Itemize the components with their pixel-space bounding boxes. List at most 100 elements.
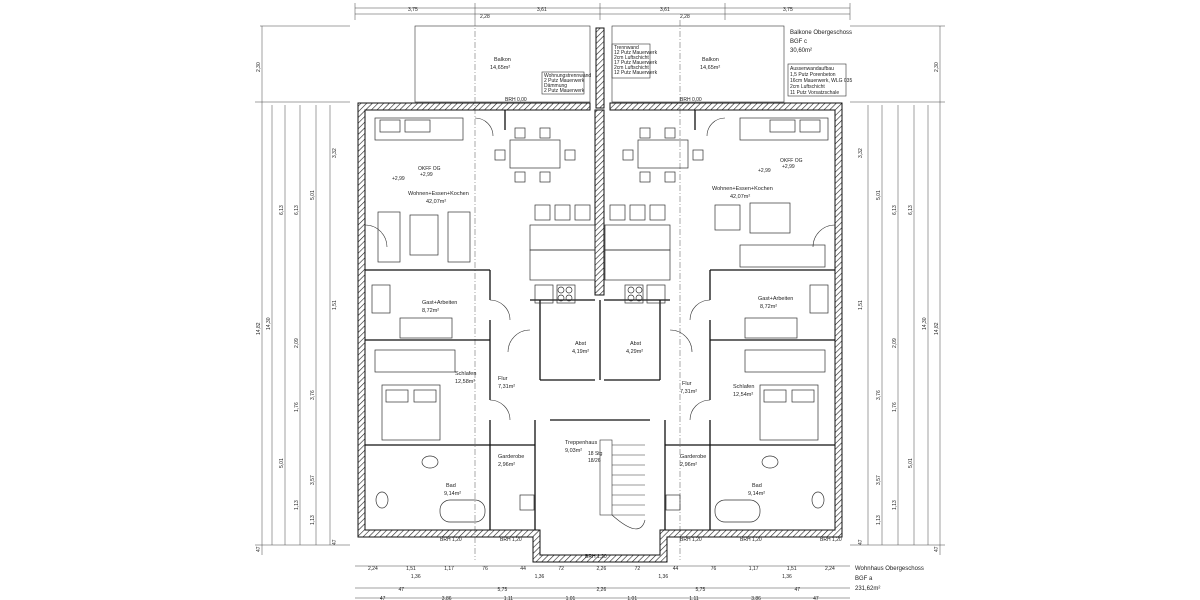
dim-left-i1-5: 1,76 xyxy=(294,402,300,412)
bad-right-area: 9,14m² xyxy=(748,491,765,497)
dim-right-outer-2: 14,82 xyxy=(934,322,940,335)
abst-right-name: Abst xyxy=(630,341,641,347)
dim-right-i2-4: 1,13 xyxy=(876,515,882,525)
balcony-left-name: Balkon xyxy=(494,57,511,63)
dim-bottom-r1-10: 76 xyxy=(711,566,717,572)
bottom-row1-sub-labels: 1,36 1,36 1,36 1,36 xyxy=(411,574,792,580)
living-right-area: 42,07m² xyxy=(730,194,750,200)
dim-bottom-r1-13: 2,24 xyxy=(825,566,835,572)
dim-left-i1-4: 2,09 xyxy=(294,338,300,348)
room-labels: Wohnen+Essen+Kochen 42,07m² Wohnen+Essen… xyxy=(392,97,842,560)
stair-rise: 18/26 xyxy=(588,458,601,464)
garderobe-left-area: 2,96m² xyxy=(498,462,515,468)
guest-left-name: Gast+Arbeiten xyxy=(422,300,457,306)
dim-bottom-r1-sub-1: 1,36 xyxy=(411,574,421,580)
dim-bottom-r2-2: 5,75 xyxy=(498,587,508,593)
house-title: Wohnhaus Obergeschoss xyxy=(855,566,924,572)
balcony-area: 30,60m² xyxy=(790,48,812,54)
level-right-h: +2,99 xyxy=(758,168,771,174)
dim-bottom-r1-sub-2: 1,36 xyxy=(535,574,545,580)
sleep-left-area: 12,58m² xyxy=(455,379,475,385)
sofa-left xyxy=(377,211,401,263)
dim-right-i1-1: 3,32 xyxy=(858,148,864,158)
kitchen-counter-right xyxy=(604,224,671,251)
furniture-right xyxy=(604,117,829,523)
guest-right-name: Gast+Arbeiten xyxy=(758,296,793,302)
bathtub-left xyxy=(439,499,486,523)
dim-right-i2-1: 6,13 xyxy=(908,205,914,215)
dim-bottom-r3-5: 1,01 xyxy=(627,596,637,600)
note-left-3: Dämmung xyxy=(544,83,567,89)
sofa-right xyxy=(739,244,826,268)
bad-left-area: 9,14m² xyxy=(444,491,461,497)
balcony-right-name: Balkon xyxy=(702,57,719,63)
dim-left-i2-1: 6,13 xyxy=(279,205,285,215)
garderobe-left-name: Garderobe xyxy=(498,454,524,460)
note-right-3: 16cm Mauerwerk, WLG 035 xyxy=(790,78,852,84)
dim-bottom-r1-7: 2,26 xyxy=(597,566,607,572)
double-bed-left xyxy=(381,384,441,441)
guest-sofa-left xyxy=(399,317,453,339)
dim-bottom-r3-8: 47 xyxy=(813,596,819,600)
note-mid-5: 2cm Luftschicht xyxy=(614,65,649,71)
dim-bottom-r1-6: 72 xyxy=(558,566,564,572)
brh-bottom-3: BRH 1,20 xyxy=(585,554,607,560)
flur-right-area: 7,31m² xyxy=(680,389,697,395)
note-right-2: 1,5 Putz Porenbeton xyxy=(790,72,836,78)
dim-right-i1-6: 3,76 xyxy=(876,390,882,400)
party-wall xyxy=(594,109,605,296)
house-title-block: Wohnhaus Obergeschoss BGF a 231,62m² xyxy=(855,566,924,592)
dim-bottom-r3-6: 1,11 xyxy=(689,596,699,600)
balcony-title-block: Balkone Obergeschoss BGF c 30,60m² xyxy=(790,30,852,54)
dim-left-i1-1: 3,32 xyxy=(332,148,338,158)
bad-left-name: Bad xyxy=(446,483,456,489)
brh-bottom-6: BRH 1,20 xyxy=(820,537,842,543)
note-box-mid: Trennwand 12 Putz Mauerwerk 2cm Luftschi… xyxy=(611,43,658,79)
dim-bottom-r2-4: 5,75 xyxy=(696,587,706,593)
dim-bottom-r2-1: 47 xyxy=(399,587,405,593)
note-mid-3: 2cm Luftschicht xyxy=(614,55,649,61)
dim-top-sub-2: 2,28 xyxy=(680,14,690,20)
dim-right-i1-3: 1,51 xyxy=(858,300,864,310)
door-swings xyxy=(364,117,836,421)
dim-top-4: 3,75 xyxy=(783,7,793,13)
dim-left-i1-7: 5,01 xyxy=(279,458,285,468)
building-walls xyxy=(357,102,843,563)
level-left-value: +2,99 xyxy=(420,172,433,178)
armchair-right xyxy=(714,204,741,231)
bathtub-right xyxy=(714,499,761,523)
double-bed-right xyxy=(759,384,819,441)
dim-top-2: 3,61 xyxy=(537,7,547,13)
brh-top-left: BRH 0,00 xyxy=(505,97,527,103)
note-box-right: Aussenwandaufbau 1,5 Putz Porenbeton 16c… xyxy=(787,63,852,97)
abst-left-name: Abst xyxy=(575,341,586,347)
dim-bottom-r1-sub-3: 1,36 xyxy=(658,574,668,580)
dim-right-i2-3: 1,13 xyxy=(892,500,898,510)
abst-left-area: 4,19m² xyxy=(572,349,589,355)
level-right-label: OKFF OG xyxy=(780,158,803,164)
dining-table-right xyxy=(637,139,689,169)
dim-left-i2-2: 6,13 xyxy=(294,205,300,215)
living-left-area: 42,07m² xyxy=(426,199,446,205)
dim-bottom-r3-2: 3,86 xyxy=(442,596,452,600)
coffee-table-left xyxy=(409,214,439,256)
dim-bottom-r1-9: 44 xyxy=(673,566,679,572)
dim-bottom-r1-sub-4: 1,36 xyxy=(782,574,792,580)
guest-right-area: 8,72m² xyxy=(760,304,777,310)
abst-right-area: 4,29m² xyxy=(626,349,643,355)
flur-left-name: Flur xyxy=(498,376,508,382)
note-left-1: Wohnungstrennwand xyxy=(544,73,591,79)
brh-top-right: BRH 0,00 xyxy=(680,97,702,103)
dim-bottom-r3-7: 3,86 xyxy=(751,596,761,600)
dim-left-i1-8: 3,57 xyxy=(310,475,316,485)
level-left-h: +2,99 xyxy=(392,176,405,182)
dim-left-outer-3: 47 xyxy=(256,546,262,552)
bad-right-name: Bad xyxy=(752,483,762,489)
left-dimension-chains: 2,30 14,82 47 14,30 3,32 5,01 1,51 2,09 … xyxy=(255,25,350,555)
dim-right-i2-2: 6,13 xyxy=(892,205,898,215)
brh-bottom-1: BRH 1,20 xyxy=(440,537,462,543)
dim-right-i1-5: 1,76 xyxy=(892,402,898,412)
garderobe-right-area: 2,96m² xyxy=(680,462,697,468)
